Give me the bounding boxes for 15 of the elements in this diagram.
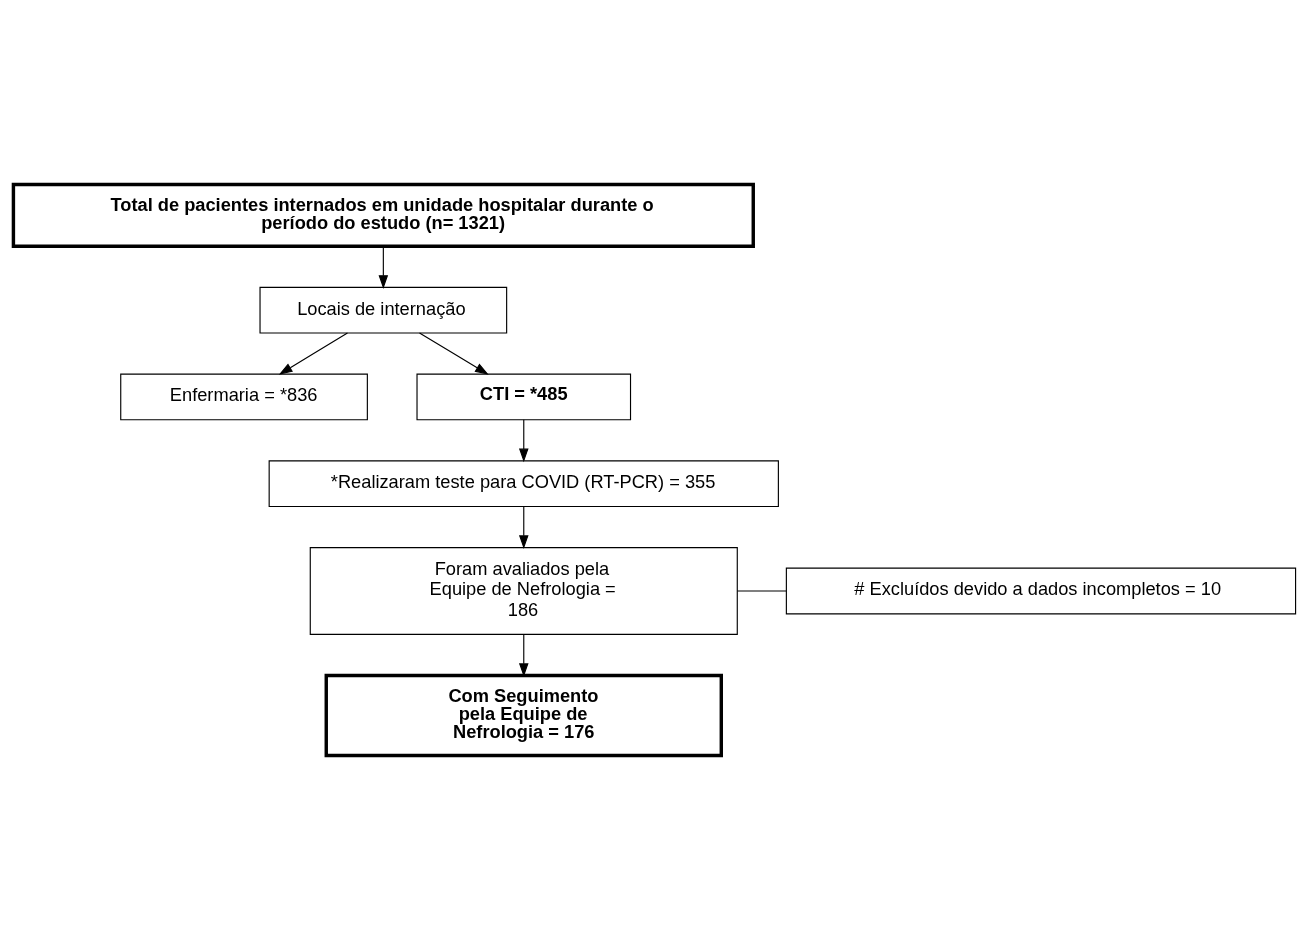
node-box: Com Seguimento pela Equipe de Nefrologia = 176 <box>324 673 723 758</box>
connector <box>736 590 787 592</box>
arrow <box>518 419 529 463</box>
node-box: Enfermaria = *836 <box>120 373 368 421</box>
node-box: Foram avaliados pela Equipe de Nefrologia = 186 <box>309 547 738 635</box>
node-box: # Excluídos devido a dados incompletos = 10 <box>785 567 1297 615</box>
node-box: Total de pacientes internados em unidade hospitalar durante o período do estudo (n= 1321) <box>11 182 755 248</box>
arrow <box>278 332 349 375</box>
arrow <box>518 633 529 677</box>
node-box: Locais de internação <box>259 286 508 334</box>
node-box: *Realizaram teste para COVID (RT-PCR) = 355 <box>268 460 779 508</box>
node-box: CTI = *485 <box>416 373 632 421</box>
arrow <box>418 332 489 375</box>
arrow <box>378 245 389 289</box>
arrow <box>518 506 529 550</box>
